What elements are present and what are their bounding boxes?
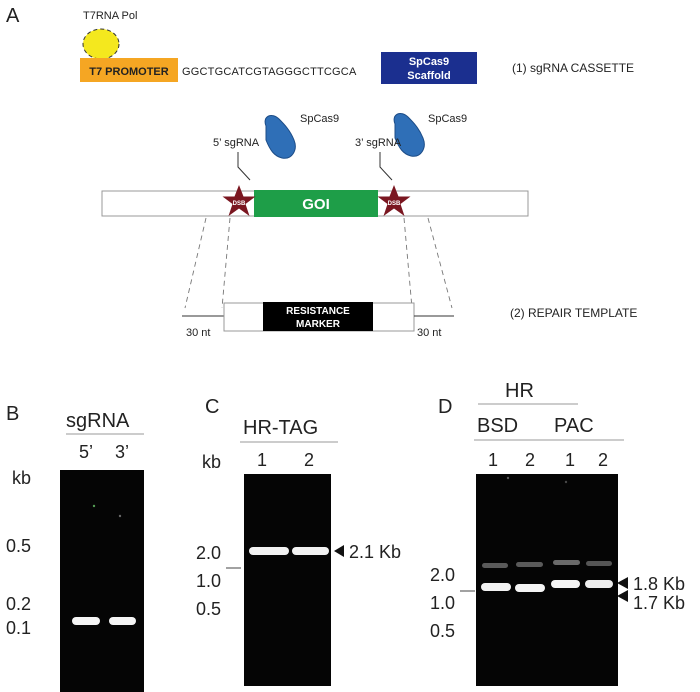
dsb-left-icon bbox=[222, 185, 256, 216]
gel-d-lane-1-label: 1 bbox=[488, 450, 498, 470]
sgrna-right-label: 3’ sgRNA bbox=[355, 137, 402, 149]
gel-b-band-lane-2 bbox=[109, 617, 136, 625]
sgrna-sequence: GGCTGCATCGTAGGGCTTCGCA bbox=[182, 66, 357, 78]
gel-d-faint-band-lane-3 bbox=[553, 560, 580, 565]
repair-template-label: (2) REPAIR TEMPLATE bbox=[510, 306, 637, 320]
homology-left-label: 30 nt bbox=[186, 327, 210, 339]
gel-d-band-lane-1 bbox=[481, 583, 511, 591]
t7-polymerase-icon bbox=[82, 28, 120, 60]
gel-d-lane-4-label: 2 bbox=[598, 450, 608, 470]
gel-d-marker-1-0: 1.0 bbox=[430, 593, 455, 613]
gel-d-marker-2-0: 2.0 bbox=[430, 565, 455, 585]
t7-promoter-box bbox=[80, 58, 178, 82]
gel-c-lane-2-label: 2 bbox=[304, 450, 314, 470]
gel-b-lane-2-label: 3’ bbox=[115, 442, 129, 462]
cas9-right-label: SpCas9 bbox=[428, 113, 467, 125]
gel-b-marker-0-5: 0.5 bbox=[6, 536, 31, 556]
gel-b-speck bbox=[118, 514, 122, 518]
scaffold-box bbox=[381, 52, 477, 84]
gel-c-marker-1-0: 1.0 bbox=[196, 571, 221, 591]
gel-d-lane-3-label: 1 bbox=[565, 450, 575, 470]
gel-c-unit: kb bbox=[202, 452, 221, 472]
gel-d-faint-band-lane-1 bbox=[482, 563, 508, 568]
gel-b-image bbox=[60, 470, 144, 692]
gel-d-title: HR bbox=[505, 380, 534, 402]
resistance-marker-line2: MARKER bbox=[296, 319, 341, 330]
t7-promoter-label: T7 PROMOTER bbox=[89, 66, 169, 78]
gel-d-speck bbox=[564, 480, 568, 484]
sgrna-left-label: 5’ sgRNA bbox=[213, 137, 260, 149]
homology-right-label: 30 nt bbox=[417, 327, 441, 339]
panel-label-c: C bbox=[205, 396, 219, 418]
scaffold-label-line2: Scaffold bbox=[407, 70, 450, 82]
gel-d-band-lane-3 bbox=[551, 580, 580, 588]
cassette-label: (1) sgRNA CASSETTE bbox=[512, 61, 634, 75]
gel-b-marker-0-1: 0.1 bbox=[6, 618, 31, 638]
panel-label-a: A bbox=[6, 5, 20, 27]
gel-b-title: sgRNA bbox=[66, 410, 130, 432]
gel-d-faint-band-lane-4 bbox=[586, 561, 612, 566]
dsb-left-label: DSB bbox=[233, 201, 246, 207]
gel-d-speck bbox=[506, 476, 510, 480]
dsb-right-label: DSB bbox=[388, 201, 401, 207]
gel-c-title: HR-TAG bbox=[243, 417, 318, 439]
gel-c-marker-2-0: 2.0 bbox=[196, 543, 221, 563]
gel-b-marker-0-2: 0.2 bbox=[6, 594, 31, 614]
gel-b-unit: kb bbox=[12, 468, 31, 488]
gel-d-marker-0-5: 0.5 bbox=[430, 621, 455, 641]
resistance-marker-line1: RESISTANCE bbox=[286, 306, 350, 317]
gel-d-band-arrow-upper-icon bbox=[617, 577, 628, 589]
gel-c-marker-0-5: 0.5 bbox=[196, 599, 221, 619]
scaffold-label-line1: SpCas9 bbox=[409, 56, 449, 68]
gel-d-band-arrow-lower-icon bbox=[617, 590, 628, 602]
gel-c-band-lane-2 bbox=[292, 547, 329, 555]
gel-c-band-arrow-icon bbox=[334, 545, 344, 557]
t7-polymerase-label: T7RNA Pol bbox=[83, 10, 137, 22]
gel-d-faint-band-lane-2 bbox=[516, 562, 543, 567]
gel-d-lane-2-label: 2 bbox=[525, 450, 535, 470]
gel-c-band-lane-1 bbox=[249, 547, 289, 555]
gel-d-band-lane-4 bbox=[585, 580, 613, 588]
gel-d-band-label-upper: 1.8 Kb bbox=[633, 574, 685, 594]
cas9-left-label: SpCas9 bbox=[300, 113, 339, 125]
homology-lines bbox=[184, 217, 453, 309]
gel-b-band-lane-1 bbox=[72, 617, 100, 625]
gel-d-band-lane-2 bbox=[515, 584, 545, 592]
gel-b-speck bbox=[92, 504, 96, 508]
cas9-left-icon bbox=[264, 115, 296, 159]
dsb-right-icon bbox=[377, 185, 411, 216]
sgrna-right-pointer bbox=[379, 152, 393, 181]
sgrna-left-pointer bbox=[237, 152, 251, 181]
panel-label-b: B bbox=[6, 403, 19, 425]
gel-c-band-label: 2.1 Kb bbox=[349, 542, 401, 562]
gel-c-lane-1-label: 1 bbox=[257, 450, 267, 470]
cas9-right-icon bbox=[393, 113, 425, 157]
goi-label: GOI bbox=[302, 196, 330, 213]
gel-c-image bbox=[244, 474, 331, 686]
goi-box bbox=[254, 190, 378, 217]
gel-d-group-bsd: BSD bbox=[477, 415, 518, 437]
gel-d-band-label-lower: 1.7 Kb bbox=[633, 593, 685, 613]
gel-b-lane-1-label: 5’ bbox=[79, 442, 93, 462]
resistance-marker-box bbox=[263, 302, 373, 331]
panel-label-d: D bbox=[438, 396, 452, 418]
gel-d-group-pac: PAC bbox=[554, 415, 594, 437]
